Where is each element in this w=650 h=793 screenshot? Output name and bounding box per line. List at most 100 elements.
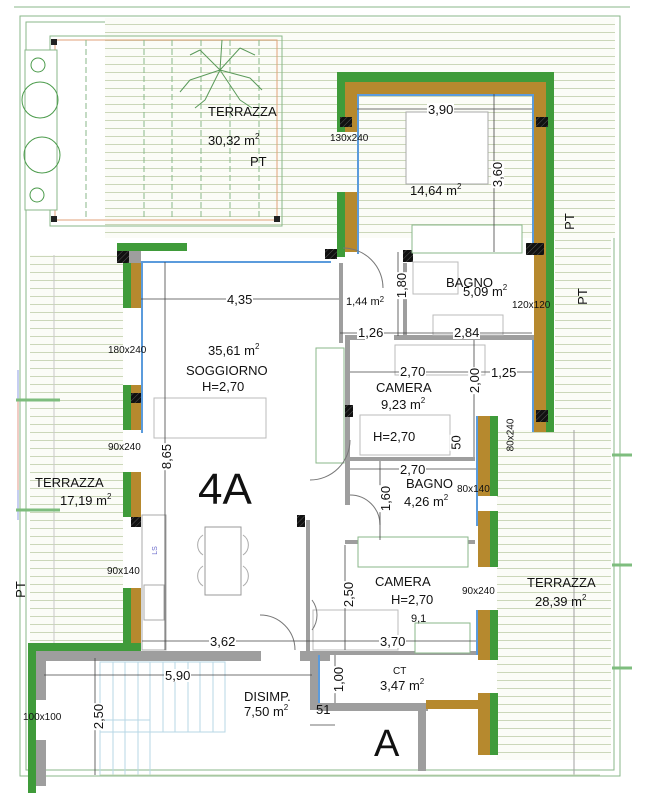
dining-table xyxy=(204,526,242,596)
area-unit: m xyxy=(272,704,284,719)
room-area-ct: 3,47 m2 xyxy=(380,677,425,693)
dim-bagno2-depth: 1,60 xyxy=(378,484,394,513)
area-value: 9,23 xyxy=(381,397,407,412)
window-label: 90x240 xyxy=(462,586,495,597)
bathtub xyxy=(412,261,459,295)
area-value: 1,44 xyxy=(346,296,368,308)
dim-soggiorno-width: 4,35 xyxy=(226,292,254,307)
dim-ct-depth: 1,00 xyxy=(331,665,347,694)
pt-label: PT xyxy=(574,288,590,305)
pillar xyxy=(345,405,353,417)
room-height-camera-2: H=2,70 xyxy=(373,429,416,444)
superscript: 2 xyxy=(419,677,425,686)
room-label-ct: CT xyxy=(393,666,407,677)
tree-icon xyxy=(179,39,263,109)
room-label-soggiorno: SOGGIORNO xyxy=(186,363,268,378)
area-value: 5,09 xyxy=(463,284,489,299)
pillar xyxy=(526,243,544,255)
room-label-bagno-1: BAGNO xyxy=(446,275,493,290)
window-label: 80x240 xyxy=(505,418,517,452)
dim-bagno1-depth: 1,80 xyxy=(394,271,410,300)
ls-label: LS xyxy=(151,546,159,555)
area-value: 28,39 xyxy=(535,594,568,609)
room-area-terrazza-top: 30,32 m2 xyxy=(208,133,259,148)
dim-camera2-offset: 50 xyxy=(448,434,464,451)
area-value: 3,47 xyxy=(380,678,406,693)
pillar xyxy=(536,117,548,127)
living-walls xyxy=(28,243,331,793)
superscript: 2 xyxy=(443,493,449,502)
dim-kitchen-width: 3,62 xyxy=(209,634,237,649)
dim-camera3-width: 3,70 xyxy=(379,634,407,649)
window-label: 180x240 xyxy=(108,345,147,356)
door-swing xyxy=(259,247,384,651)
room-area-soggiorno: 35,61 m2 xyxy=(208,342,260,358)
planter-box xyxy=(24,49,58,211)
window-label: 90x240 xyxy=(108,442,141,453)
area-value: 4,26 xyxy=(404,494,430,509)
terrace-right-deck xyxy=(497,430,611,760)
room-label-bagno-2: BAGNO xyxy=(406,476,453,491)
tv-unit xyxy=(315,347,345,464)
room-label-camera-3: CAMERA xyxy=(375,574,431,589)
pillar xyxy=(340,117,352,127)
dim-camera2-depth: 2,00 xyxy=(467,366,483,395)
room-label-disimpegno: DISIMP. xyxy=(244,689,291,704)
pergola-post xyxy=(51,216,57,222)
dim-antibagno-width: 1,26 xyxy=(357,325,385,340)
right-exterior-walls xyxy=(318,416,498,755)
area-unit: m xyxy=(446,183,458,198)
room-label-camera-2: CAMERA xyxy=(376,380,432,395)
area-unit: m xyxy=(432,494,444,509)
area-value: 17,19 xyxy=(60,493,93,508)
desk xyxy=(414,622,471,654)
pergola-post xyxy=(274,216,280,222)
superscript: 2 xyxy=(420,396,426,405)
pergola xyxy=(49,35,283,227)
plant-icon xyxy=(21,57,61,203)
pillar xyxy=(403,250,413,262)
dim-bagno1-width: 2,84 xyxy=(453,325,481,340)
superscript: 2 xyxy=(457,182,462,191)
area-value: 7,50 xyxy=(244,704,270,719)
pillar xyxy=(536,410,548,422)
window-label: 120x120 xyxy=(512,300,551,311)
room-area-terrazza-left: 17,19 m2 xyxy=(60,492,112,508)
dim-disimp-width: 5,90 xyxy=(164,668,192,683)
dim-camera2-width: 2,70 xyxy=(399,364,427,379)
stair-label: A xyxy=(374,723,400,765)
dim-stair-depth: 2,50 xyxy=(91,702,107,731)
bed xyxy=(405,111,489,185)
room-label-terrazza-top: TERRAZZA xyxy=(208,104,277,119)
chair-icon xyxy=(197,534,249,587)
wardrobe xyxy=(411,224,523,254)
area-unit: m xyxy=(370,296,380,308)
sink xyxy=(143,584,165,621)
superscript: 2 xyxy=(582,593,587,602)
room-area-disimpegno: 7,50 m2 xyxy=(244,704,288,719)
superscript: 2 xyxy=(379,295,385,304)
window-label: 90x140 xyxy=(107,566,140,577)
room-note-terrazza-top: PT xyxy=(250,154,267,169)
wardrobe xyxy=(357,536,469,568)
area-unit: m xyxy=(244,133,256,148)
superscript: 2 xyxy=(107,492,112,501)
unit-label: 4A xyxy=(198,465,252,514)
room-height-soggiorno: H=2,70 xyxy=(202,379,245,394)
dim-camera2-niche: 1,25 xyxy=(490,365,518,380)
room-area-antibagno: 1,44 m2 xyxy=(346,295,385,308)
room-label-terrazza-right: TERRAZZA xyxy=(527,575,596,590)
area-value: 14,64 xyxy=(410,183,443,198)
dim-wall-51: 51 xyxy=(316,702,331,717)
superscript: 2 xyxy=(502,283,508,292)
room-area-camera-master: 14,64 m2 xyxy=(410,182,462,198)
room-area-bagno-1: 5,09 m2 xyxy=(463,283,508,299)
terrace-left-deck xyxy=(30,255,123,650)
room-area-bagno-2: 4,26 m2 xyxy=(404,493,449,509)
sofa xyxy=(153,397,267,439)
superscript: 2 xyxy=(255,342,260,351)
pillar xyxy=(325,249,337,259)
area-value: 9,1 xyxy=(411,613,427,625)
pt-label: PT xyxy=(12,581,28,598)
